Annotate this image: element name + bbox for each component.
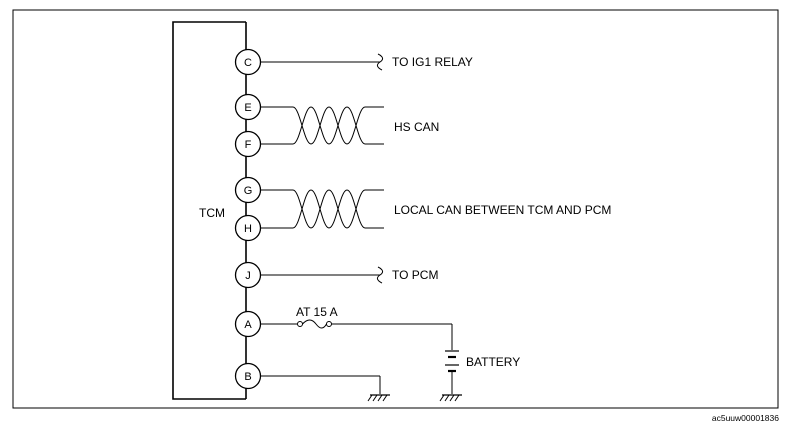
fuse-icon — [302, 319, 327, 329]
fuse-label: AT 15 A — [296, 305, 338, 319]
wire-a: AT 15 A — [261, 305, 453, 350]
to-pcm-label: TO PCM — [392, 268, 438, 282]
hs-can-label: HS CAN — [394, 120, 439, 134]
pin-e-label: E — [244, 102, 251, 114]
ig1-relay-label: TO IG1 RELAY — [392, 55, 473, 69]
pin-a: A — [234, 310, 262, 338]
battery-icon: BATTERY — [445, 350, 520, 394]
pin-h-label: H — [244, 223, 252, 235]
ground-icon — [439, 394, 462, 402]
connector-break-icon — [376, 53, 384, 71]
ground-icon — [367, 394, 390, 402]
pin-g-label: G — [244, 185, 253, 197]
pin-f: F — [234, 130, 262, 158]
wire-c: TO IG1 RELAY — [261, 53, 473, 71]
pin-b-label: B — [244, 371, 251, 383]
tcm-body — [172, 21, 246, 400]
twisted-pair-local-can: LOCAL CAN BETWEEN TCM AND PCM — [261, 189, 611, 229]
pin-h: H — [234, 214, 262, 242]
wire-j: TO PCM — [261, 266, 438, 284]
pin-c: C — [234, 48, 262, 76]
pin-j: J — [234, 261, 262, 289]
pin-a-label: A — [244, 319, 252, 331]
pin-j-label: J — [245, 270, 251, 282]
fuse-terminal-right — [326, 321, 332, 327]
tcm-label: TCM — [199, 206, 225, 220]
pin-b: B — [234, 362, 262, 390]
pin-f-label: F — [245, 139, 252, 151]
pin-e: E — [234, 93, 262, 121]
pin-c-label: C — [244, 57, 252, 69]
battery-label: BATTERY — [466, 355, 520, 369]
twisted-pair-hs-can: HS CAN — [261, 106, 439, 145]
image-code: ac5uuw00001836 — [712, 413, 779, 423]
local-can-label: LOCAL CAN BETWEEN TCM AND PCM — [394, 203, 611, 217]
fuse-terminal-left — [297, 321, 303, 327]
diagram-frame — [12, 9, 779, 409]
connector-break-icon — [376, 266, 384, 284]
pin-g: G — [234, 176, 262, 204]
wire-b — [261, 375, 381, 394]
